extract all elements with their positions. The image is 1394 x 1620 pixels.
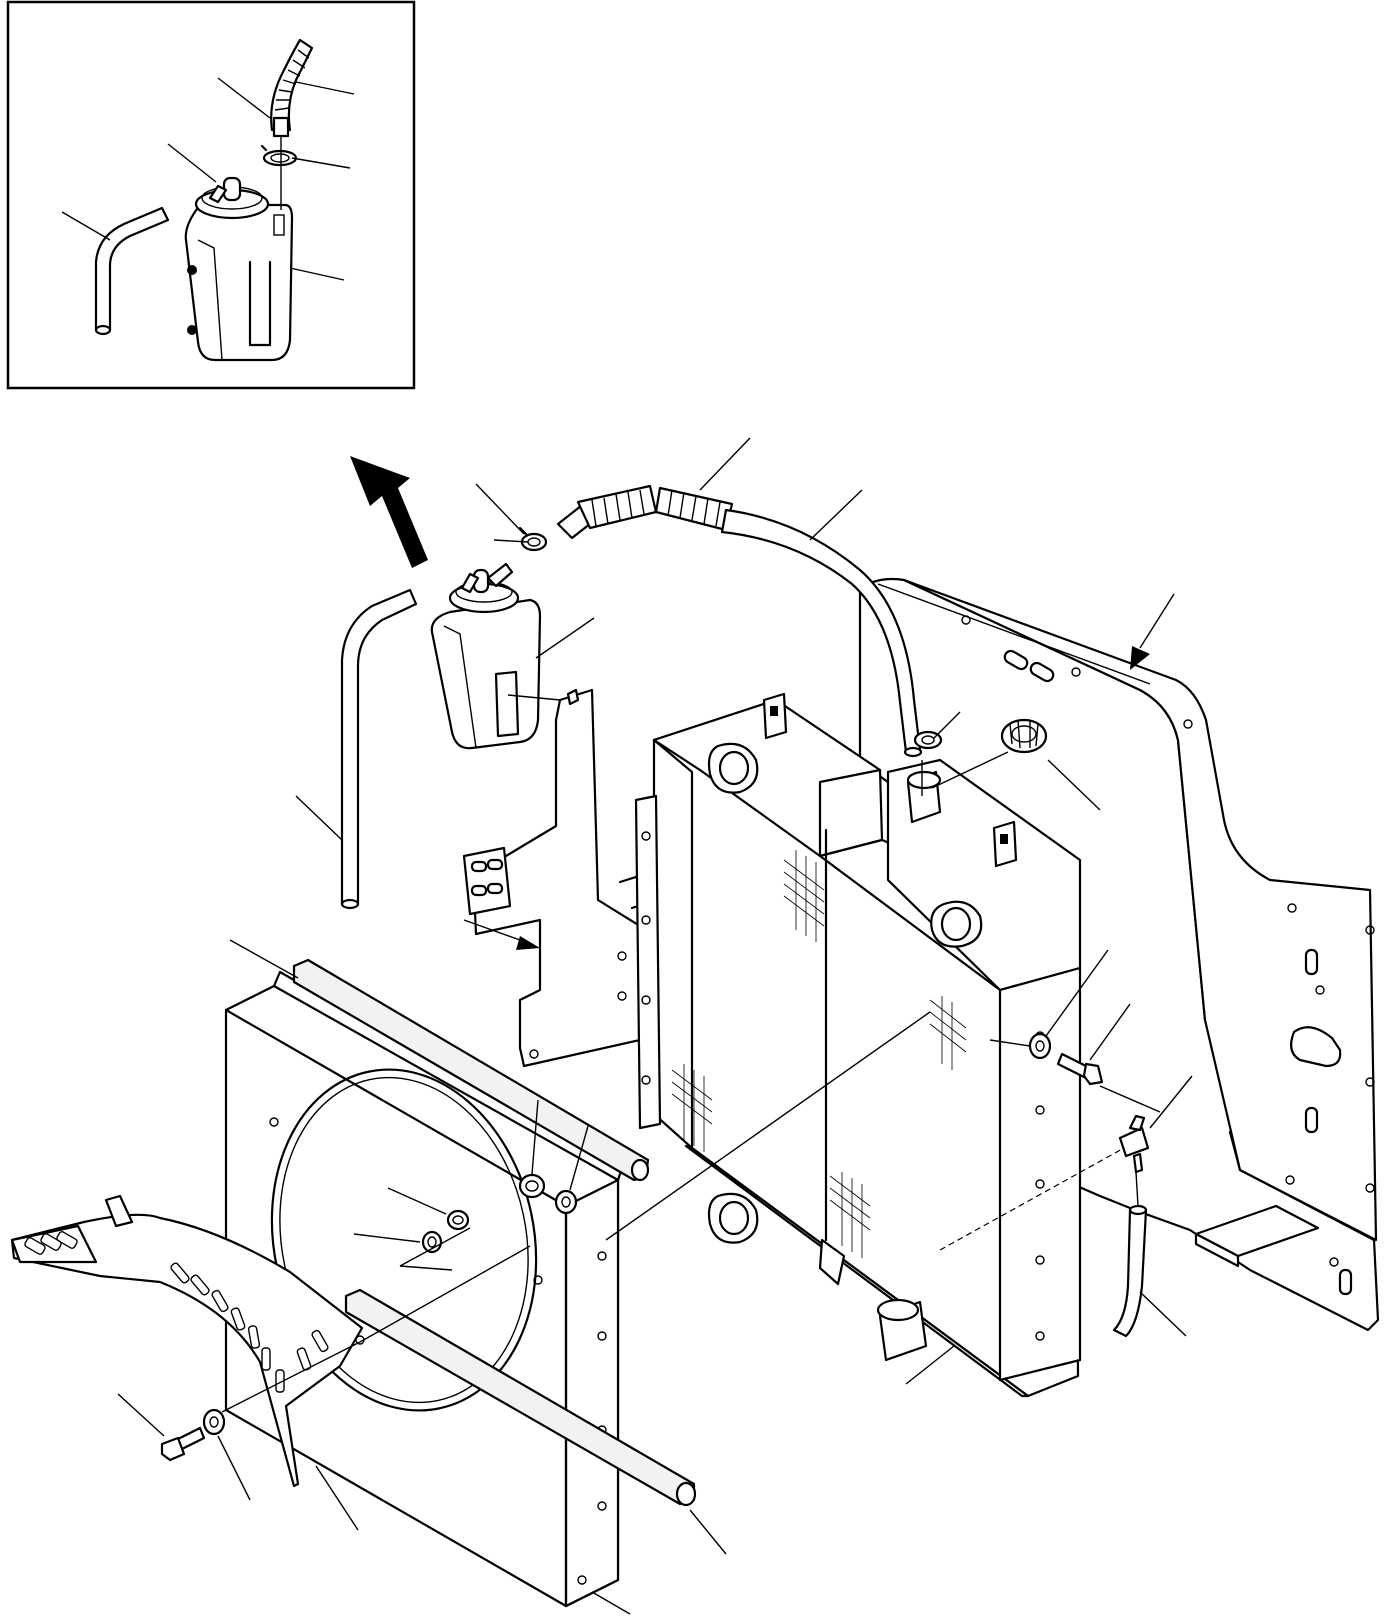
drain-cock	[1118, 1114, 1150, 1174]
fan-shroud	[224, 970, 624, 1608]
radiator-assembly	[634, 692, 1082, 1398]
upper-hose	[556, 484, 923, 758]
radiator-filler-neck-clamp	[913, 730, 943, 750]
side-frame-panel	[858, 577, 1380, 1332]
shroud-nuts	[421, 1173, 578, 1254]
fan-guard	[10, 1194, 365, 1488]
inset-hose-clamp	[260, 144, 298, 167]
bolt-left	[160, 1426, 206, 1462]
leader-lines	[117, 437, 1193, 1615]
reserve-tank	[430, 562, 542, 750]
drain-hose	[1112, 1204, 1148, 1338]
assembly-lines	[221, 539, 1161, 1413]
radiator-core-mesh	[671, 850, 967, 1258]
bolt-right	[1056, 1052, 1104, 1086]
inset-overflow-hose	[94, 206, 170, 336]
inset-reserve-tank	[184, 176, 294, 362]
overflow-hose	[340, 588, 418, 910]
washer-left	[202, 1408, 226, 1436]
inset-upper-hose	[270, 38, 314, 138]
inset-leader-lines	[61, 77, 355, 281]
radiator-cap	[1000, 718, 1048, 754]
lower-seal-strip	[344, 1288, 697, 1507]
washer-right	[1028, 1032, 1052, 1060]
fan-guard-slots	[24, 1231, 329, 1393]
front-direction-arrow	[350, 456, 428, 568]
upper-hose-clamp	[518, 526, 548, 552]
upper-seal-strip	[292, 958, 650, 1182]
inset-detail	[6, 0, 416, 390]
radiator-bracket	[462, 688, 658, 1068]
inset-frame	[6, 0, 416, 390]
